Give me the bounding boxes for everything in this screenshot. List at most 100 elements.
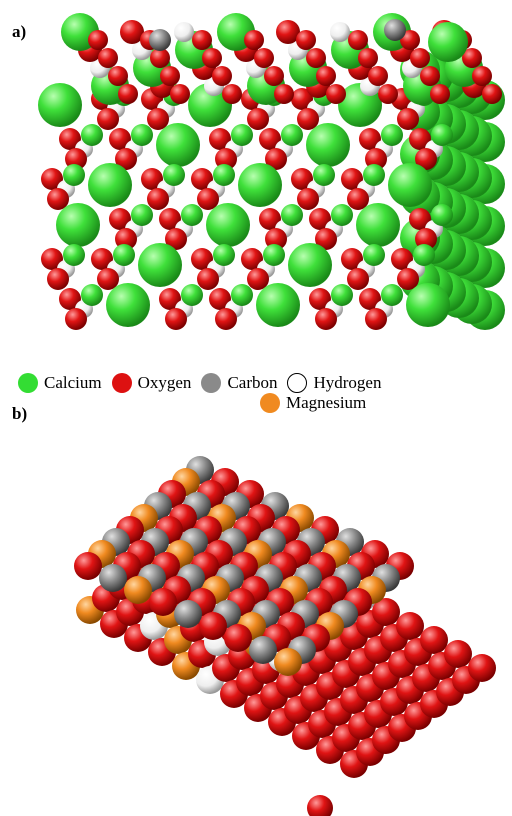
oxygen-atom bbox=[316, 66, 336, 86]
oxygen-atom bbox=[359, 128, 381, 150]
legend-label-hydrogen: Hydrogen bbox=[313, 373, 382, 392]
oxygen-atom bbox=[347, 188, 369, 210]
oxygen-atom bbox=[420, 626, 448, 654]
oxygen-atom bbox=[97, 268, 119, 290]
calcium-atom bbox=[263, 244, 285, 266]
calcium-atom bbox=[381, 284, 403, 306]
oxygen-atom bbox=[149, 588, 177, 616]
oxygen-atom bbox=[192, 30, 212, 50]
oxygen-atom bbox=[215, 148, 237, 170]
hydrogen-atom bbox=[330, 22, 350, 42]
calcium-atom bbox=[138, 243, 182, 287]
calcium-atom bbox=[281, 124, 303, 146]
calcium-atom bbox=[131, 204, 153, 226]
carbon-atom bbox=[384, 19, 406, 41]
magnesium-swatch-icon bbox=[260, 393, 280, 413]
calcium-atom bbox=[331, 284, 353, 306]
calcium-atom bbox=[431, 124, 453, 146]
oxygen-atom bbox=[98, 48, 118, 68]
oxygen-atom bbox=[191, 168, 213, 190]
calcium-atom bbox=[181, 284, 203, 306]
calcium-atom bbox=[231, 124, 253, 146]
calcium-atom bbox=[428, 22, 468, 62]
oxygen-atom bbox=[65, 148, 87, 170]
oxygen-atom bbox=[247, 108, 269, 130]
oxygen-atom bbox=[472, 66, 492, 86]
oxygen-atom bbox=[378, 84, 398, 104]
atoms-group-a bbox=[38, 13, 505, 330]
calcium-swatch-icon bbox=[18, 373, 38, 393]
oxygen-atom bbox=[391, 248, 413, 270]
oxygen-atom bbox=[264, 66, 284, 86]
calcium-atom bbox=[163, 164, 185, 186]
calcium-atom bbox=[306, 123, 350, 167]
oxygen-atom bbox=[41, 248, 63, 270]
oxygen-atom bbox=[291, 88, 313, 110]
oxygen-atom bbox=[359, 288, 381, 310]
oxygen-atom bbox=[297, 188, 319, 210]
oxygen-atom bbox=[41, 168, 63, 190]
oxygen-atom bbox=[115, 148, 137, 170]
oxygen-atom bbox=[365, 308, 387, 330]
legend-item-carbon: Carbon bbox=[201, 373, 277, 393]
calcium-atom bbox=[213, 244, 235, 266]
oxygen-atom bbox=[259, 208, 281, 230]
oxygen-swatch-icon bbox=[111, 373, 132, 393]
oxygen-atom bbox=[147, 188, 169, 210]
legend: Calcium Oxygen Carbon Hydrogen bbox=[18, 368, 508, 398]
oxygen-atom bbox=[397, 108, 419, 130]
atoms-group-b bbox=[74, 456, 496, 816]
calcium-atom bbox=[38, 83, 82, 127]
oxygen-atom bbox=[397, 268, 419, 290]
legend-label-oxygen: Oxygen bbox=[137, 373, 192, 392]
oxygen-atom bbox=[191, 248, 213, 270]
oxygen-atom bbox=[348, 30, 368, 50]
oxygen-atom bbox=[147, 108, 169, 130]
oxygen-atom bbox=[341, 168, 363, 190]
oxygen-atom bbox=[274, 84, 294, 104]
oxygen-atom bbox=[209, 288, 231, 310]
oxygen-atom bbox=[409, 128, 431, 150]
calcium-atom bbox=[106, 283, 150, 327]
oxygen-atom bbox=[141, 168, 163, 190]
oxygen-atom bbox=[197, 268, 219, 290]
oxygen-atom bbox=[306, 48, 326, 68]
carbon-swatch-icon bbox=[201, 373, 222, 393]
oxygen-atom bbox=[259, 128, 281, 150]
oxygen-atom bbox=[307, 795, 333, 816]
oxygen-atom bbox=[468, 654, 496, 682]
legend-label-magnesium: Magnesium bbox=[286, 393, 367, 412]
oxygen-atom bbox=[291, 168, 313, 190]
oxygen-atom bbox=[88, 30, 108, 50]
oxygen-atom bbox=[165, 228, 187, 250]
oxygen-atom bbox=[209, 128, 231, 150]
oxygen-atom bbox=[65, 308, 87, 330]
oxygen-atom bbox=[347, 268, 369, 290]
oxygen-atom bbox=[400, 30, 420, 50]
dolomite-crystal-model bbox=[74, 456, 496, 816]
calcium-atom bbox=[231, 284, 253, 306]
oxygen-atom bbox=[276, 20, 300, 44]
magnesium-atom bbox=[124, 576, 152, 604]
calcium-atom bbox=[81, 284, 103, 306]
calcium-atom bbox=[56, 203, 100, 247]
oxygen-atom bbox=[396, 612, 424, 640]
oxygen-atom bbox=[109, 128, 131, 150]
legend-item-hydrogen: Hydrogen bbox=[287, 373, 381, 393]
oxygen-atom bbox=[59, 128, 81, 150]
calcium-atom bbox=[63, 244, 85, 266]
calcium-atom bbox=[356, 203, 400, 247]
hydrogen-atom bbox=[174, 22, 194, 42]
calcium-atom bbox=[213, 164, 235, 186]
calcium-atom bbox=[81, 124, 103, 146]
oxygen-atom bbox=[341, 248, 363, 270]
calcium-atom bbox=[131, 124, 153, 146]
legend-label-calcium: Calcium bbox=[44, 373, 102, 392]
oxygen-atom bbox=[108, 66, 128, 86]
oxygen-atom bbox=[482, 84, 502, 104]
calcium-atom bbox=[413, 244, 435, 266]
oxygen-atom bbox=[222, 84, 242, 104]
oxygen-atom bbox=[97, 108, 119, 130]
calcium-atom bbox=[331, 204, 353, 226]
oxygen-atom bbox=[215, 308, 237, 330]
